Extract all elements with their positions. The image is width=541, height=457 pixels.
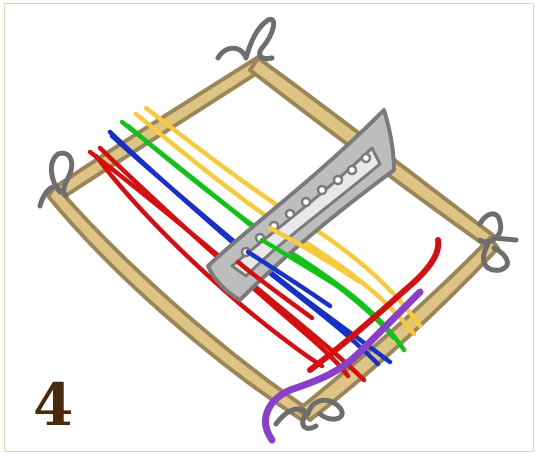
weft-yarn-icon xyxy=(262,237,442,444)
knot-tie-top xyxy=(215,16,277,61)
frame-bar-bottom xyxy=(296,236,500,422)
rigid-heddle-icon xyxy=(206,108,396,302)
knot-tie-left xyxy=(37,150,75,209)
knot-tie-bottom xyxy=(273,397,345,431)
knot-tie-icon xyxy=(37,16,519,431)
knot-tie-right xyxy=(477,211,519,273)
heddle-body xyxy=(206,108,396,302)
step-number: 4 xyxy=(33,371,74,439)
warp-yarn-overlay xyxy=(235,225,363,321)
weft-purple xyxy=(262,288,424,444)
weft-red xyxy=(307,237,442,373)
